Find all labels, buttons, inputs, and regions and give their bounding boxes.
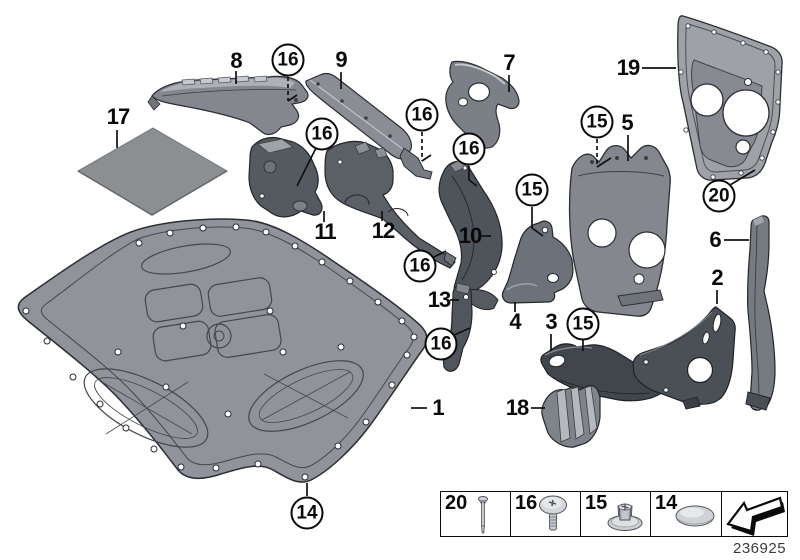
part-4-bracket bbox=[501, 220, 574, 304]
legend-cell-number: 16 bbox=[515, 492, 538, 514]
part-6-strip bbox=[745, 215, 776, 411]
callout-16[interactable]: 16 bbox=[403, 249, 437, 283]
legend-cell-continuation[interactable] bbox=[722, 492, 787, 536]
legend-cell-cover-cap[interactable]: 14 bbox=[651, 492, 722, 536]
part-1-underbody-panel bbox=[17, 218, 428, 483]
fastener-legend: 20 16 15 bbox=[440, 491, 788, 537]
continuation-arrow-icon bbox=[726, 496, 785, 536]
legend-cell-number: 14 bbox=[655, 492, 678, 514]
callout-4[interactable]: 4 bbox=[509, 309, 521, 334]
legend-cell-number: 15 bbox=[585, 492, 608, 514]
part-5-panel bbox=[568, 144, 671, 317]
legend-cell-number: 20 bbox=[445, 492, 468, 514]
callout-18[interactable]: 18 bbox=[505, 395, 530, 420]
callout-3[interactable]: 3 bbox=[545, 309, 557, 334]
part-19-panel bbox=[677, 15, 783, 181]
part-9-rail bbox=[305, 72, 433, 180]
callout-10[interactable]: 10 bbox=[458, 223, 483, 248]
callout-16[interactable]: 16 bbox=[405, 98, 439, 132]
callout-17[interactable]: 17 bbox=[106, 104, 131, 129]
callout-15[interactable]: 15 bbox=[580, 105, 614, 139]
callout-7[interactable]: 7 bbox=[503, 50, 515, 75]
part-8-rail bbox=[147, 75, 309, 136]
callout-16[interactable]: 16 bbox=[452, 132, 486, 166]
callout-2[interactable]: 2 bbox=[711, 265, 723, 290]
callout-20[interactable]: 20 bbox=[702, 179, 736, 213]
callout-5[interactable]: 5 bbox=[621, 110, 633, 135]
diagram-number: 236925 bbox=[733, 540, 787, 557]
callout-15[interactable]: 15 bbox=[515, 173, 549, 207]
part-18-block bbox=[541, 384, 601, 448]
part-17-sheet bbox=[77, 127, 228, 216]
grommet-nut-icon bbox=[607, 503, 643, 531]
part-12-bracket bbox=[324, 140, 457, 269]
leader-lines bbox=[116, 67, 756, 496]
legend-cell-screw[interactable]: 16 bbox=[511, 492, 581, 536]
legend-cell-grommet-nut[interactable]: 15 bbox=[581, 492, 651, 536]
callout-9[interactable]: 9 bbox=[335, 47, 347, 72]
callout-16[interactable]: 16 bbox=[424, 327, 458, 361]
part-2-panel bbox=[632, 306, 736, 410]
callout-8[interactable]: 8 bbox=[230, 48, 242, 73]
part-7-bracket bbox=[445, 60, 520, 149]
callout-14[interactable]: 14 bbox=[290, 496, 324, 530]
part-11-bracket bbox=[248, 136, 323, 218]
callout-1[interactable]: 1 bbox=[432, 395, 444, 420]
legend-cell-rivet[interactable]: 20 bbox=[441, 492, 511, 536]
callout-16[interactable]: 16 bbox=[305, 117, 339, 151]
callout-12[interactable]: 12 bbox=[371, 218, 396, 243]
callout-16[interactable]: 16 bbox=[271, 43, 305, 77]
screw-icon bbox=[539, 495, 567, 531]
cover-cap-icon bbox=[675, 505, 715, 527]
rivet-icon bbox=[478, 496, 488, 534]
callout-19[interactable]: 19 bbox=[616, 55, 641, 80]
callout-11[interactable]: 11 bbox=[314, 219, 336, 244]
callout-6[interactable]: 6 bbox=[709, 227, 721, 252]
callout-13[interactable]: 13 bbox=[427, 287, 452, 312]
callout-15[interactable]: 15 bbox=[566, 307, 600, 341]
